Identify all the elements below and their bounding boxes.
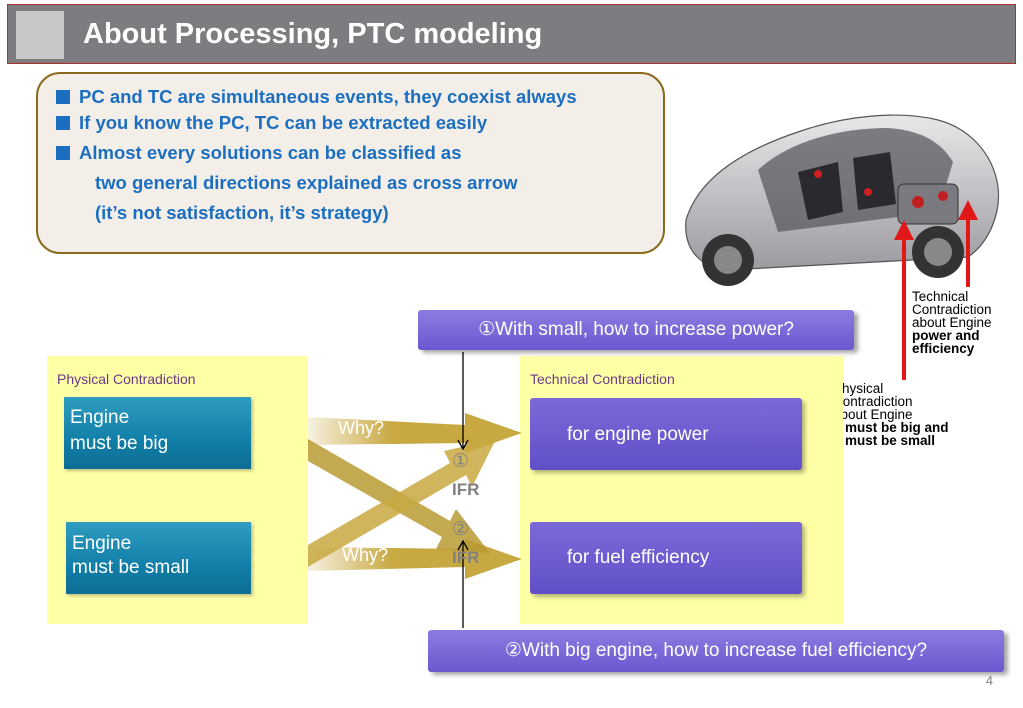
title-square-decoration	[16, 11, 64, 59]
bullet-text: PC and TC are simultaneous events, they …	[79, 86, 577, 107]
bullet-item: Almost every solutions can be classified…	[56, 142, 461, 164]
bullet-box	[36, 72, 665, 254]
bottom-question-banner: ②With big engine, how to increase fuel e…	[428, 630, 1004, 672]
square-bullet-icon	[56, 90, 70, 104]
bullet-text: If you know the PC, TC can be extracted …	[79, 112, 488, 133]
bullet-continuation: two general directions explained as cros…	[95, 172, 518, 193]
page-title: About Processing, PTC modeling	[83, 18, 543, 50]
why-label-bottom: Why?	[342, 545, 389, 565]
bullet-continuation: (it’s not satisfaction, it’s strategy)	[95, 202, 389, 223]
why-label-top: Why?	[338, 418, 385, 438]
fuel-efficiency-box: for fuel efficiency	[530, 522, 802, 594]
car-cutaway-illustration	[685, 114, 1000, 286]
bullet-text: Almost every solutions can be classified…	[79, 142, 462, 163]
top-question-banner: ①With small, how to increase power?	[418, 310, 854, 350]
engine-power-box: for engine power	[530, 398, 802, 470]
red-pointer-arrows	[894, 200, 978, 380]
cross-arrows	[308, 413, 522, 579]
technical-panel-title: Technical Contradiction	[530, 371, 675, 387]
ifr-marker-2: ②	[452, 519, 470, 540]
square-bullet-icon	[56, 116, 70, 130]
ifr-vertical-arrows	[457, 352, 469, 628]
ifr-label-1: IFR	[452, 480, 480, 499]
page-number: 4	[985, 673, 993, 688]
square-bullet-icon	[56, 146, 70, 160]
engine-big-box: Engine must be big	[64, 397, 251, 469]
bullet-item: PC and TC are simultaneous events, they …	[56, 86, 577, 108]
title-bar	[7, 4, 1016, 64]
ifr-marker-1: ①	[452, 451, 470, 472]
physical-contradiction-note: Physical Contradiction about Engine it m…	[833, 381, 949, 448]
physical-panel-title: Physical Contradiction	[57, 371, 196, 387]
ifr-label-2: IFR	[452, 548, 480, 567]
engine-small-box: Engine must be small	[66, 522, 251, 594]
technical-contradiction-note: Technical Contradiction about Engine pow…	[912, 289, 992, 356]
bullet-item: If you know the PC, TC can be extracted …	[56, 112, 487, 134]
